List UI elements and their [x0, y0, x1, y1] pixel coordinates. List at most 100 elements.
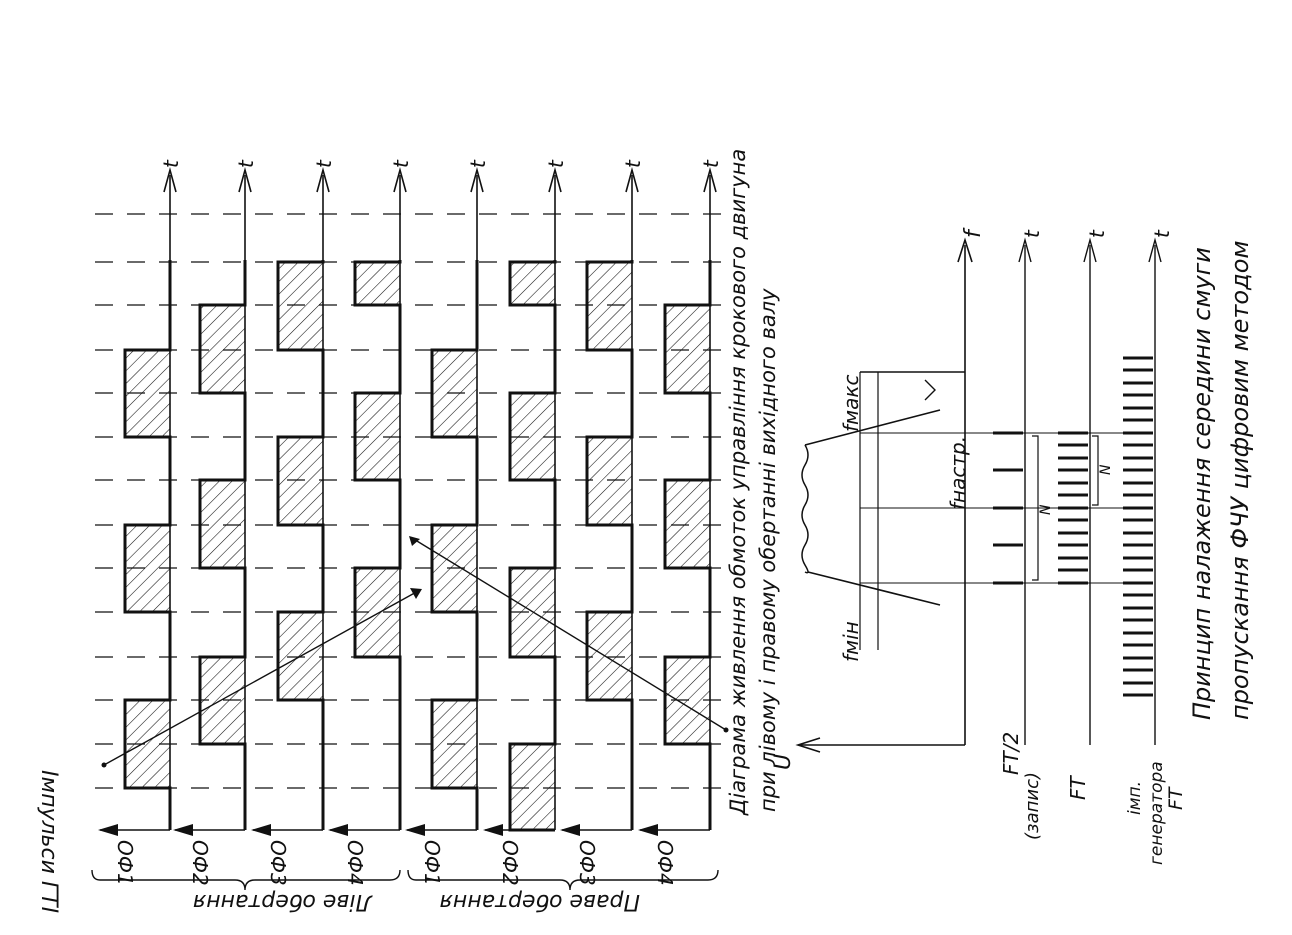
count-n2: N	[1098, 464, 1114, 475]
f-axis-label: f	[961, 227, 986, 238]
fmax-characteristic	[804, 409, 941, 446]
principle-line-2: пропускання ФЧУ цифровим методом	[1226, 241, 1254, 720]
winding-label: ОФ4	[343, 840, 367, 886]
t-axis-label: t	[1020, 229, 1044, 238]
winding-label: ОФ2	[188, 840, 212, 886]
arrow-head-icon	[409, 536, 420, 546]
caption-line-1: Діаграма живлення обмоток управління кро…	[726, 149, 750, 816]
energized-segment	[432, 525, 477, 612]
left-sequence-arrow	[103, 589, 421, 766]
winding-label: ОФ1	[420, 840, 444, 886]
principle-line-1: Принцип налаження середини смуги	[1188, 247, 1216, 720]
t-axis-label: t	[466, 159, 490, 168]
waveform-line	[198, 260, 247, 830]
pulse-row: t	[993, 229, 1044, 745]
winding-waveform: t	[405, 159, 490, 836]
energized-segment	[355, 568, 400, 657]
pulse-row: t	[1123, 229, 1174, 745]
phase-sequence-arrows	[101, 536, 729, 768]
caption-line-2: при лівому і правому обертанні вихідного…	[756, 288, 780, 812]
energized-segment	[200, 305, 245, 393]
energized-segment	[355, 393, 400, 480]
winding-waveform: t	[483, 159, 568, 836]
winding-waveform: t	[251, 159, 336, 836]
u-axis-arrow-icon	[251, 824, 271, 836]
waveform-line	[663, 260, 712, 830]
winding-waveform: t	[98, 159, 183, 836]
energized-segment	[200, 480, 245, 568]
winding-label: ОФ4	[653, 840, 677, 886]
winding-waveform: t	[638, 159, 723, 836]
winding-label: ОФ3	[575, 840, 599, 886]
u-axis-arrow-icon	[483, 824, 503, 836]
waveform-line	[353, 260, 402, 830]
energized-segment	[665, 657, 710, 744]
energized-segment	[278, 262, 323, 350]
right-sequence-arrow	[411, 537, 727, 731]
t-axis-label: t	[159, 159, 183, 168]
direction-chevron-icon	[924, 379, 936, 401]
t-axis-arrow-icon	[1083, 237, 1097, 263]
u-axis-arrow-icon	[638, 824, 658, 836]
energized-segment	[355, 262, 400, 305]
left-rotation-label: Ліве обертання	[193, 889, 373, 914]
waveform-line	[123, 260, 172, 830]
t-axis-label: t	[1085, 229, 1109, 238]
u-axis-arrow-icon	[795, 737, 821, 753]
right-rotation-label: Праве обертання	[440, 889, 640, 914]
rotation-braces	[91, 869, 719, 891]
time-grid	[95, 213, 735, 789]
ripple-curve	[801, 444, 809, 574]
energized-segment	[510, 744, 555, 830]
gen-label-1: імп.	[1125, 781, 1145, 815]
u-axis-arrow-icon	[405, 824, 425, 836]
u-axis-arrow-icon	[560, 824, 580, 836]
energized-segment	[432, 700, 477, 788]
energized-segment	[510, 262, 555, 305]
gen-label-3: FT	[1165, 786, 1187, 810]
t-axis-label: t	[389, 159, 413, 168]
t-axis-arrow-icon	[470, 166, 484, 193]
winding-labels: ОФ1 ОФ2 ОФ3 ОФ4 ОФ1 ОФ2 ОФ3 ОФ4	[113, 840, 677, 886]
energized-segment	[125, 525, 170, 612]
energized-segment	[278, 437, 323, 525]
t-axis-arrow-icon	[1148, 237, 1162, 263]
winding-label: ОФ3	[266, 840, 290, 886]
energized-segment	[125, 700, 170, 788]
gen-label-2: генератора	[1147, 761, 1167, 865]
energized-segment	[665, 305, 710, 393]
t-axis-arrow-icon	[548, 166, 562, 193]
t-axis-arrow-icon	[393, 166, 407, 193]
half-ft-label: FT/2	[999, 732, 1023, 775]
ft-label: FT	[1066, 774, 1090, 800]
winding-waveform: t	[328, 159, 413, 836]
winding-label: ОФ2	[498, 840, 522, 886]
winding-label: ОФ1	[113, 840, 137, 886]
f-axis-arrow-icon	[957, 237, 973, 263]
left-rotation-brace	[91, 869, 401, 891]
pulses-label: Імпульси ГТІ	[36, 770, 61, 913]
energized-segment	[125, 350, 170, 437]
t-axis-label: t	[621, 159, 645, 168]
u-axis-arrow-icon	[98, 824, 118, 836]
u-axis-arrow-icon	[173, 824, 193, 836]
t-axis-label: t	[1150, 229, 1174, 238]
right-rotation-brace	[407, 869, 719, 891]
count-n1: N	[1038, 504, 1054, 515]
fmax-label: fмакс	[839, 375, 863, 432]
energized-segment	[432, 350, 477, 437]
t-axis-label: t	[312, 159, 336, 168]
energized-segment	[200, 657, 245, 744]
t-axis-arrow-icon	[625, 166, 639, 193]
t-axis-label: t	[699, 159, 723, 168]
t-axis-label: t	[234, 159, 258, 168]
energized-segment	[587, 612, 632, 700]
waveform-line	[508, 260, 557, 832]
waveform-line	[585, 260, 634, 830]
winding-waveform: t	[560, 159, 645, 836]
t-axis-arrow-icon	[1018, 237, 1032, 263]
